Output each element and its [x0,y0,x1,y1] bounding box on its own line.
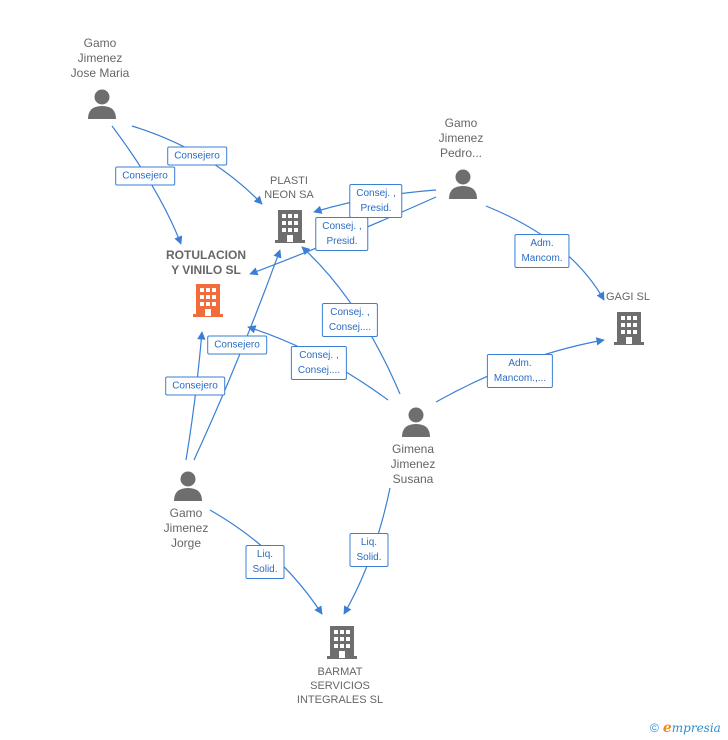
edge-label-text: Consejero [214,339,260,351]
node-label-barmat: BARMAT SERVICIOS INTEGRALES SL [297,665,383,707]
node-label-gamo-jorge: Gamo Jimenez Jorge [164,506,209,551]
node-label-line: Susana [392,472,434,486]
edge-label-jm-rotulacion[interactable]: Consejero [115,166,175,186]
node-label-gamo-jose-maria: Gamo Jimenez Jose Maria [71,36,130,81]
node-label-line: Y VINILO SL [171,263,241,277]
brand-logo: empresia [663,720,721,736]
edge-label-text: Solid. [356,552,382,563]
brand-name: mpresia [671,721,721,735]
edge-label-jorge-barmat[interactable]: Liq. Solid. [245,545,285,579]
node-label-line: Jimenez [390,457,436,471]
edge-label-text: Solid. [252,564,278,575]
node-label-line: GAGI SL [605,291,651,303]
edge-label-text: Presid. [326,236,358,247]
edge-label-jorge-plasti[interactable]: Consejero [165,376,225,396]
node-label-line: PLASTI [270,175,308,187]
edge-label-text: Liq. [360,537,378,548]
edge-label-gimena-barmat[interactable]: Liq. Solid. [349,533,389,567]
edge-label-gimena-plasti[interactable]: Consej. , Consej.... [321,303,379,337]
node-label-gagi: GAGI SL [606,290,650,304]
edge-label-jm-plasti[interactable]: Consejero [167,146,227,166]
node-label-line: SERVICIOS [310,680,370,692]
edge-label-pedro-plasti-1[interactable]: Consej. , Presid. [349,184,403,218]
node-label-line: Jorge [170,536,202,550]
edge-label-text: Consej. , [322,221,362,232]
node-label-gamo-pedro: Gamo Jimenez Pedro... [439,116,484,161]
node-label-line: Jose Maria [70,66,130,80]
node-label-rotulacion: ROTULACION Y VINILO SL [166,248,246,278]
edge-label-gimena-gagi[interactable]: Adm. Mancom.,... [486,354,554,388]
edge-label-text: Consejero [172,380,218,392]
edge-jorge-rotulacion [185,331,206,461]
edge-jm-rotulacion [111,125,183,245]
node-label-line: Jimenez [163,521,209,535]
edge-label-text: Consej. , [330,307,370,318]
edge-label-text: Consejero [122,170,168,182]
node-label-line: Gamo [169,506,203,520]
node-label-gimena: Gimena Jimenez Susana [391,442,436,487]
person-icon[interactable] [401,406,431,438]
edge-label-pedro-plasti-2[interactable]: Consej. , Presid. [315,217,369,251]
node-label-line: Gimena [391,442,435,456]
node-label-line: NEON SA [264,189,314,201]
node-label-line: Gamo [444,116,478,130]
node-label-line: ROTULACION [166,248,246,262]
copyright-symbol: © [650,721,659,735]
edge-label-text: Consejero [174,150,220,162]
edge-label-text: Liq. [256,549,274,560]
node-label-line: INTEGRALES SL [296,694,384,706]
edge-label-text: Consej. , [356,188,396,199]
node-label-plasti-neon: PLASTI NEON SA [264,174,314,202]
person-icon[interactable] [87,88,117,120]
edge-label-text: Mancom.,... [493,373,547,384]
person-icon[interactable] [448,168,478,200]
edge-label-text: Consej. , [299,350,339,361]
edge-label-text: Adm. [530,238,554,249]
building-icon[interactable] [275,208,305,244]
edge-label-text: Mancom. [521,253,563,264]
node-label-line: Pedro... [439,146,483,160]
node-label-line: Jimenez [77,51,123,65]
building-icon-highlighted[interactable] [193,282,223,318]
building-icon[interactable] [614,310,644,346]
node-label-line: BARMAT [317,666,363,678]
edge-label-text: Consej.... [297,365,341,376]
edge-label-pedro-gagi[interactable]: Adm. Mancom. [514,234,570,268]
person-icon[interactable] [173,470,203,502]
edge-label-text: Adm. [508,358,532,369]
edge-label-gimena-rotulacion[interactable]: Consej. , Consej.... [290,346,348,380]
edge-jorge-plasti [193,249,282,461]
edge-label-jorge-rotulacion[interactable]: Consejero [207,335,267,355]
footer-brand: © empresia [650,720,721,736]
node-label-line: Jimenez [438,131,484,145]
building-icon[interactable] [327,624,357,660]
node-label-line: Gamo [83,36,117,50]
brand-initial: e [662,720,672,736]
edge-label-text: Presid. [360,203,392,214]
edge-label-text: Consej.... [328,322,372,333]
